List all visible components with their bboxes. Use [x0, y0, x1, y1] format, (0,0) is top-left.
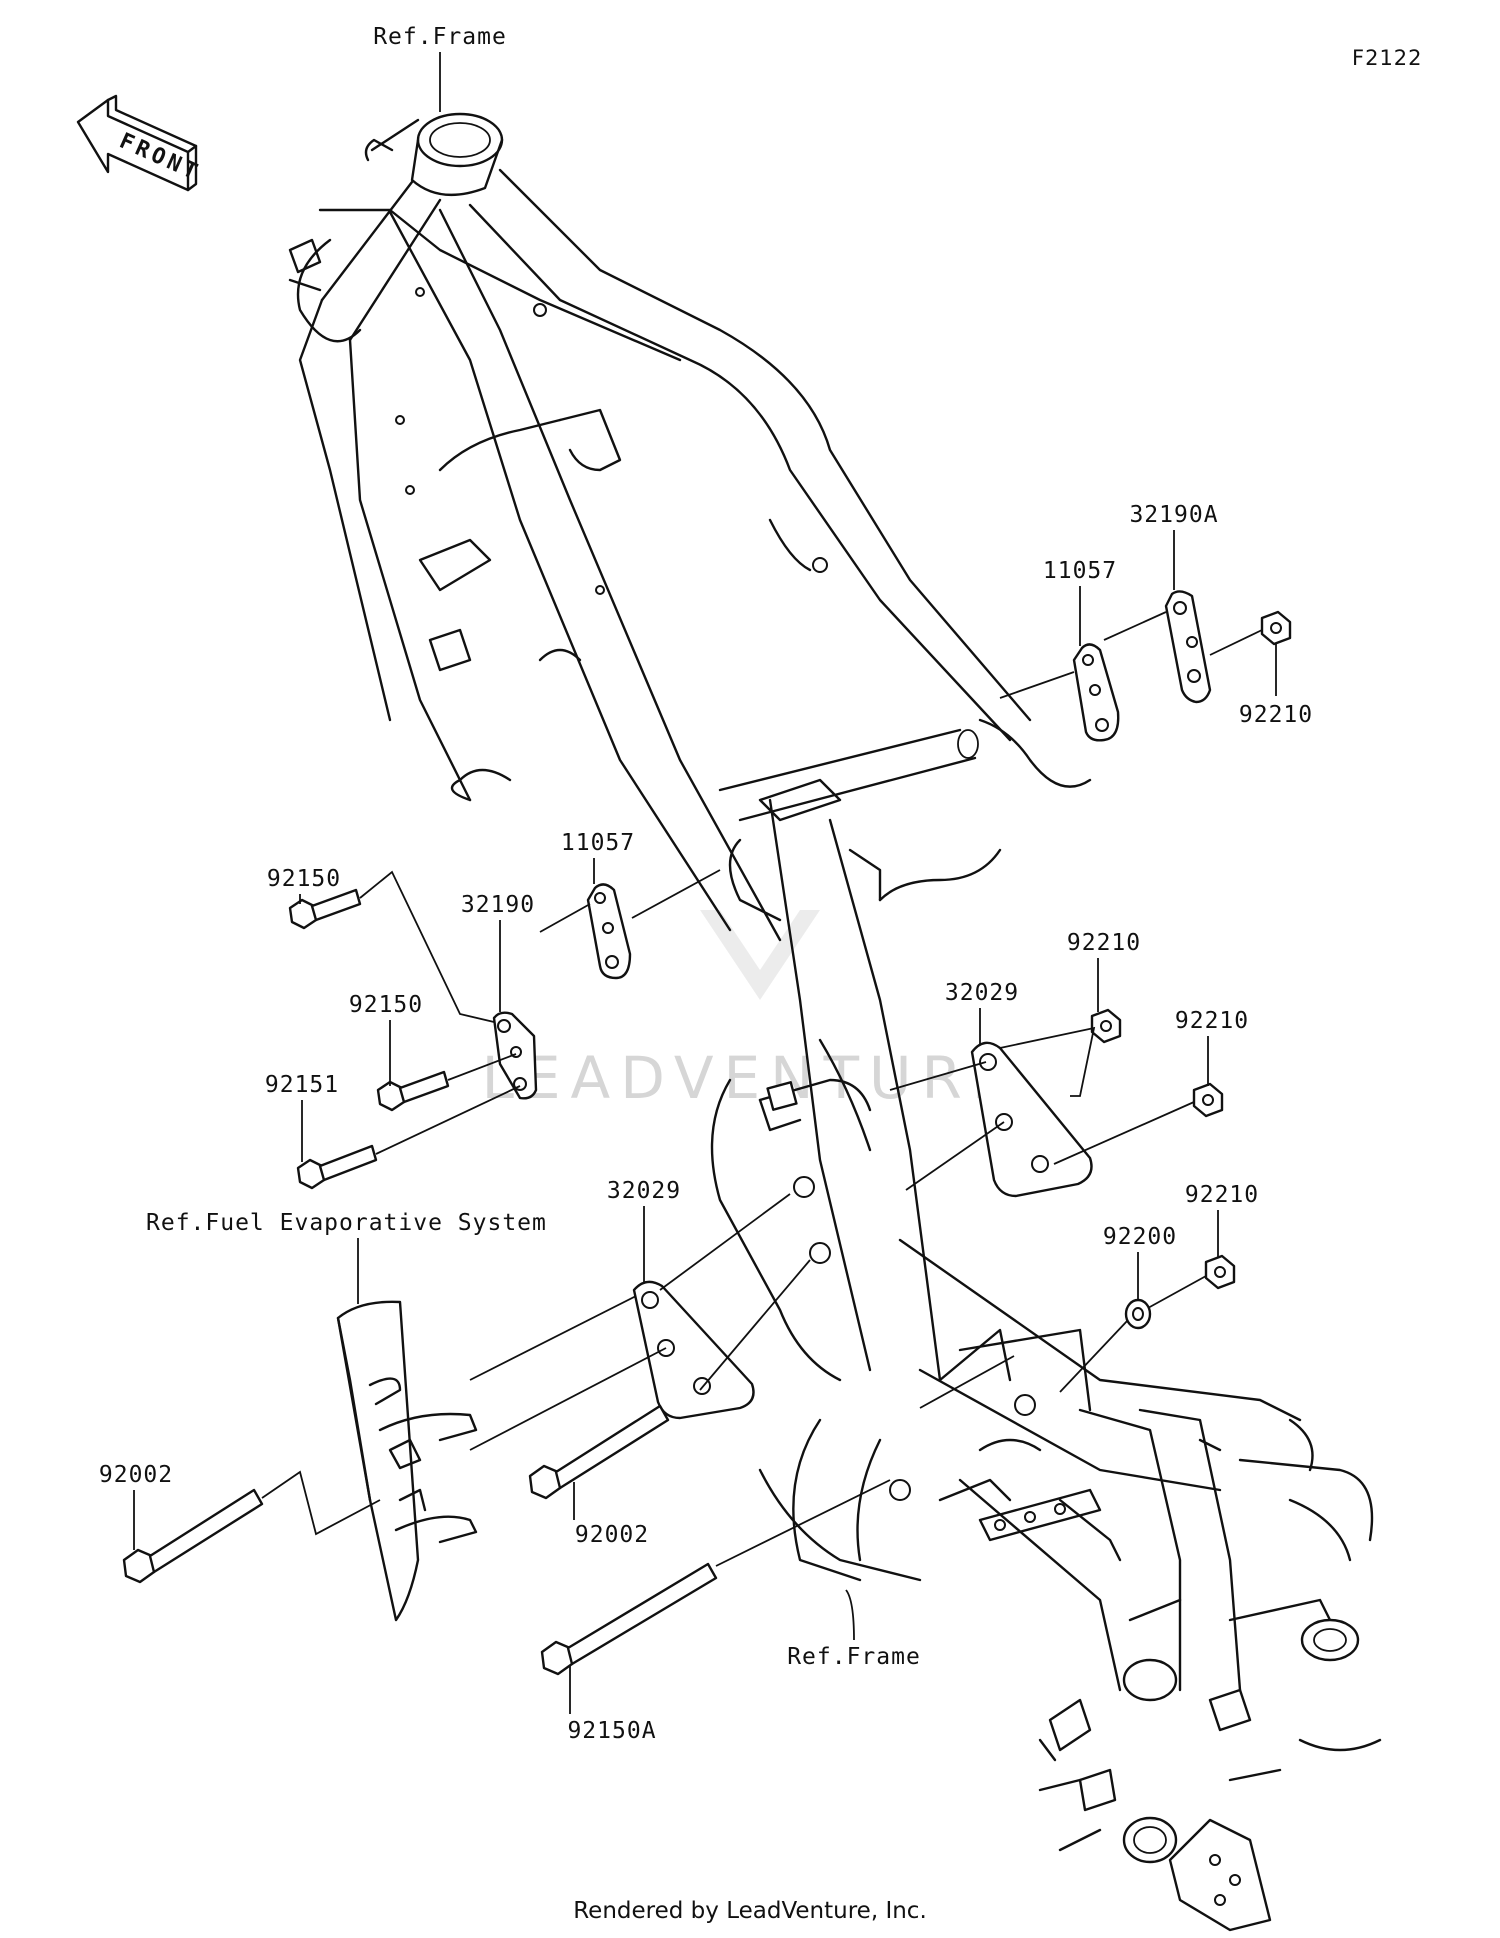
ref-frame-top: Ref.Frame [373, 24, 507, 50]
part-92150-bolt-a [288, 888, 362, 930]
part-92002-bolt-mid [528, 1404, 670, 1500]
part-32190A [1164, 590, 1212, 704]
part-32029-lower [632, 1280, 755, 1420]
label-11057-upper: 11057 [1043, 558, 1117, 584]
fuel-evaporative-bracket [336, 1300, 478, 1622]
diagram-code: F2122 [1352, 46, 1423, 70]
part-92210-mid-2 [1192, 1082, 1224, 1118]
part-92210-low [1204, 1254, 1236, 1290]
label-92210-low: 92210 [1185, 1182, 1259, 1208]
label-92210-upper: 92210 [1239, 702, 1313, 728]
frame-lower [710, 778, 1382, 1932]
part-92002-bolt-left [122, 1488, 264, 1584]
label-92151: 92151 [265, 1072, 339, 1098]
part-92200-washer [1124, 1298, 1152, 1330]
label-92150A: 92150A [567, 1718, 656, 1744]
label-92002-left: 92002 [99, 1462, 173, 1488]
label-11057-lower: 11057 [561, 830, 635, 856]
callouts: Ref.Frame 32190A 11057 92210 92150 32190… [99, 24, 1313, 1744]
ref-frame-bottom: Ref.Frame [787, 1644, 921, 1670]
part-92151-bolt [296, 1144, 378, 1190]
part-11057-upper [1072, 643, 1120, 742]
ref-fuel-evaporative: Ref.Fuel Evaporative System [146, 1210, 547, 1236]
label-92150-a: 92150 [267, 866, 341, 892]
part-92150-bolt-b [376, 1070, 450, 1112]
part-92210-mid-1 [1090, 1008, 1122, 1044]
label-32029-lower: 32029 [607, 1178, 681, 1204]
label-92210-mid-1: 92210 [1067, 930, 1141, 956]
footer-credit: Rendered by LeadVenture, Inc. [573, 1898, 927, 1924]
watermark-text: LEADVENTURE [482, 1044, 1019, 1112]
front-arrow-icon: FRONT [76, 94, 205, 192]
frame-upper [288, 112, 1092, 942]
part-11057-lower [586, 883, 632, 980]
watermark: LEADVENTURE [482, 910, 1019, 1112]
label-92210-mid-2: 92210 [1175, 1008, 1249, 1034]
label-92200: 92200 [1103, 1224, 1177, 1250]
label-32029-upper: 32029 [945, 980, 1019, 1006]
label-32190A: 32190A [1129, 502, 1218, 528]
part-32029-upper [970, 1041, 1093, 1198]
part-92210-upper [1260, 610, 1292, 646]
label-32190: 32190 [461, 892, 535, 918]
label-92002-mid: 92002 [575, 1522, 649, 1548]
part-92150A-bolt [540, 1562, 718, 1676]
assembly-lines [261, 611, 1263, 1567]
label-92150-b: 92150 [349, 992, 423, 1018]
